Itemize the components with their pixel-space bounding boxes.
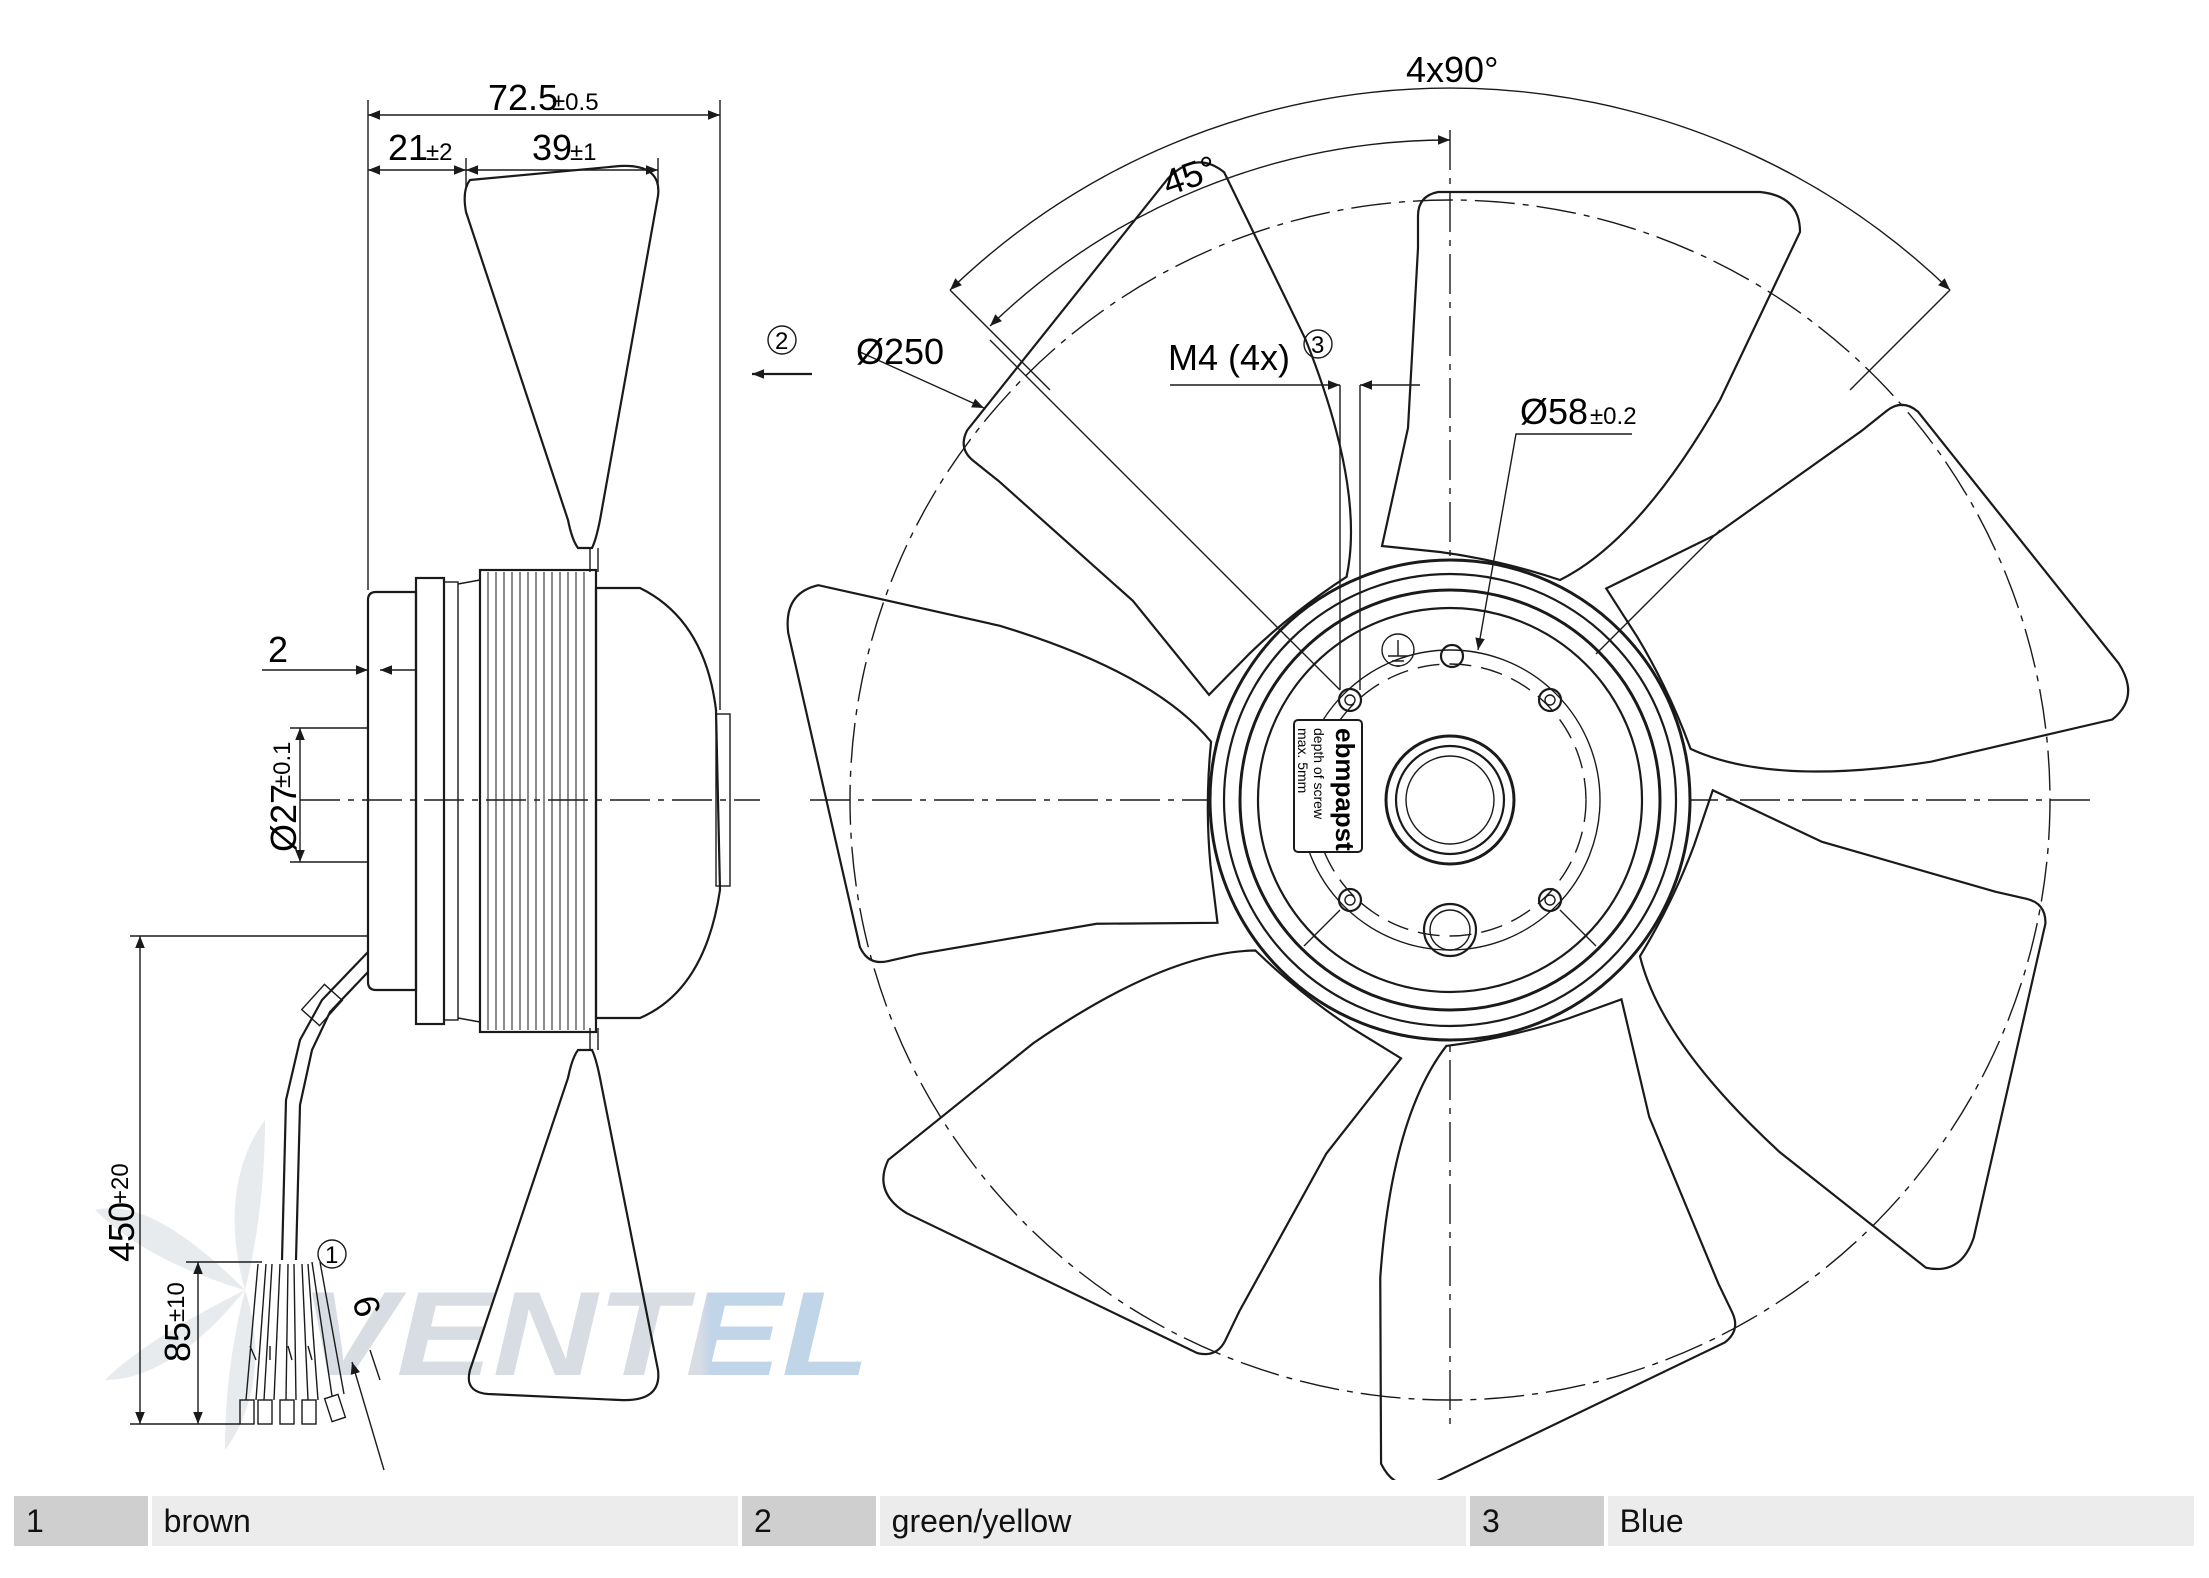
dim-flange: 2 [268,629,288,670]
dim-hub-dia-tol: ±0.2 [1590,403,1637,430]
dim-hub-offset-tol: ±2 [426,139,453,166]
legend-color-2: green/yellow [879,1496,1466,1546]
lower-blade-outline [467,1048,660,1402]
earth-hole [1439,643,1465,669]
legend-num-1: 1 [14,1496,148,1546]
shaft-bore [1384,734,1516,866]
hub-brand: ebmpapst [1330,728,1360,851]
rotor-band [478,568,598,1034]
callout-3: 3 [1311,332,1324,359]
legend-num-2: 2 [742,1496,876,1546]
dim-overall-depth: 72.5 [488,77,558,118]
callout-2: 2 [775,328,788,355]
hub-label-line2: max. 5mm [1295,728,1311,793]
legend-color-3: Blue [1607,1496,2194,1546]
fan-technical-drawing: VENTEL [95,49,2130,1480]
dim-strip-length-tol: ±10 [163,1282,190,1322]
hub-label-plate: ebmpapst depth of screw max. 5mm [1293,719,1363,853]
dim-strip-length: 85 [157,1322,198,1362]
legend-color-1: brown [151,1496,738,1546]
dim-blade-width-tol: ±1 [570,139,597,166]
mounting-holes [1337,687,1563,913]
dim-hub-offset: 21 [388,127,428,168]
motor-dome [594,586,722,1020]
fan-blades [786,161,2130,1480]
callout-1: 1 [325,1242,338,1269]
dim-overall-depth-tol: ±0.5 [552,89,599,116]
dim-shaft-dia: Ø27 [263,784,304,852]
upper-blade-outline [463,164,660,550]
balance-hole [1422,902,1478,958]
earth-symbol-icon [1381,633,1415,667]
dim-shaft-dia-tol: ±0.1 [269,741,296,788]
hub-label-line1: depth of screw [1311,728,1327,820]
motor-end-cap [366,590,418,992]
dim-cable-length: 450 [101,1202,142,1262]
cable-assembly [239,951,369,1425]
legend-num-3: 3 [1470,1496,1604,1546]
watermark-text: VENTEL [300,1267,870,1401]
side-view: 72.5 ±0.5 21 ±2 39 ±1 2 Ø27 ±0.1 450 +20 [101,77,812,1471]
dim-hub-dia: Ø58 [1520,391,1588,432]
dim-screw-thread: M4 (4x) [1168,337,1290,378]
front-view: ebmpapst depth of screw max. 5mm Ø250 4x… [786,49,2130,1480]
dim-fan-dia: Ø250 [856,331,944,372]
dim-angle-pattern: 4x90° [1406,49,1498,90]
motor-flange-ring [414,576,446,1026]
watermark-logo: VENTEL [95,1120,870,1450]
wire-color-legend: 1 brown 2 green/yellow 3 Blue [14,1496,2194,1546]
dim-blade-width: 39 [532,127,572,168]
dim-cable-length-tol: +20 [107,1163,134,1204]
dim-angle-half: 45° [1157,147,1222,203]
rotor-ribs [487,572,585,1030]
